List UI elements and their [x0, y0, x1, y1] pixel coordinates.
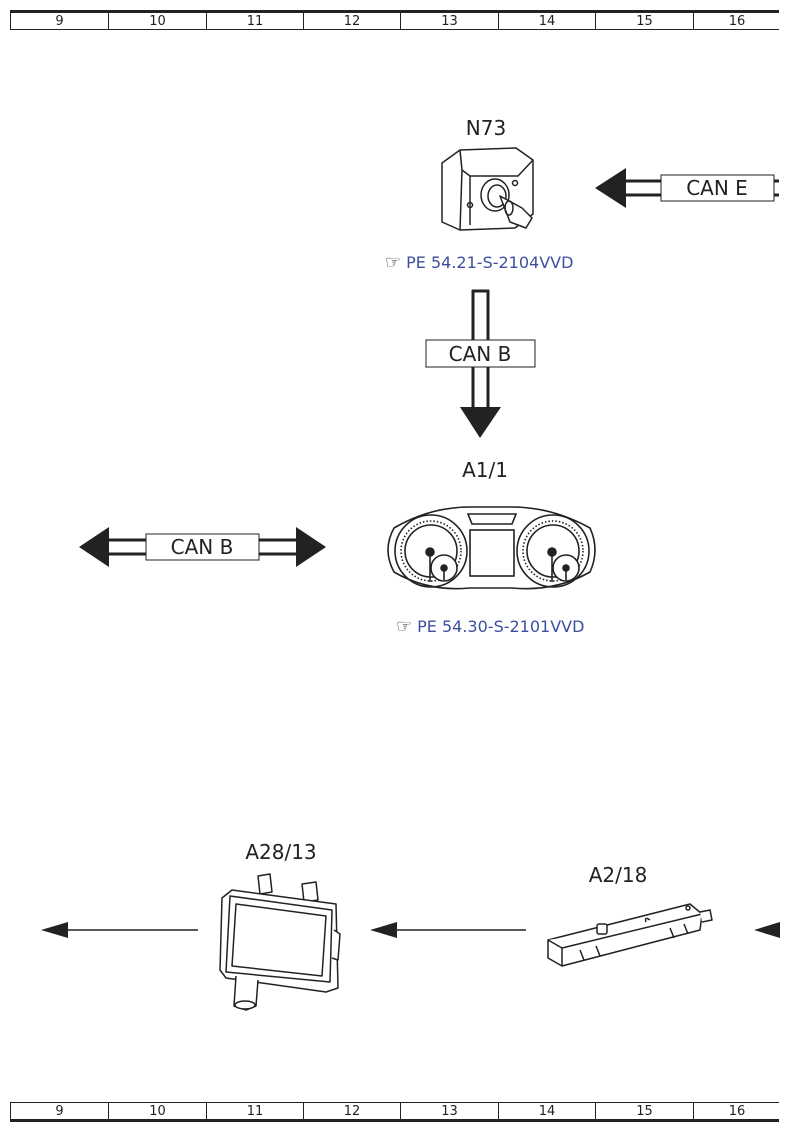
bus-label-can-b-vertical: CAN B: [448, 342, 512, 366]
ruler-cell: 10: [108, 13, 206, 29]
component-label-n73: N73: [465, 116, 507, 140]
ruler-cell: 16: [693, 1103, 780, 1119]
control-module-icon: [219, 873, 341, 1011]
ruler-cell: 14: [498, 1103, 595, 1119]
can-e-connector: [595, 168, 779, 208]
component-label-a28-13: A28/13: [245, 840, 317, 864]
pointing-hand-icon: ☞: [385, 252, 402, 273]
bottom-signal-arrows: [41, 922, 780, 938]
column-ruler-bottom: 9 10 11 12 13 14 15 16: [10, 1102, 779, 1122]
ruler-cell: 15: [595, 13, 693, 29]
reference-text: PE 54.30-S-2101VVD: [417, 617, 585, 636]
ruler-cell: 12: [303, 13, 400, 29]
ruler-cell: 10: [108, 1103, 206, 1119]
ruler-cell: 13: [400, 13, 498, 29]
arrowhead: [754, 922, 780, 938]
component-label-a1-1: A1/1: [462, 458, 508, 482]
component-label-a2-18: A2/18: [588, 863, 648, 887]
ignition-switch-icon: [441, 147, 534, 231]
bus-label-can-e: CAN E: [686, 176, 748, 200]
can-b-left-connector: [79, 527, 326, 567]
reference-link-a1-1[interactable]: ☞PE 54.30-S-2101VVD: [396, 616, 584, 637]
column-ruler-top: 9 10 11 12 13 14 15 16: [10, 10, 779, 30]
instrument-cluster-icon: [387, 506, 596, 590]
ruler-cell: 15: [595, 1103, 693, 1119]
reference-text: PE 54.21-S-2104VVD: [406, 253, 574, 272]
ruler-cell: 14: [498, 13, 595, 29]
ruler-cell: 9: [55, 14, 64, 29]
ruler-cell: 11: [206, 13, 303, 29]
antenna-module-icon: [547, 903, 713, 967]
pointing-hand-icon: ☞: [396, 616, 413, 637]
ruler-cell: 16: [693, 13, 780, 29]
bus-label-can-b-left: CAN B: [170, 535, 234, 559]
ruler-cell: 9: [55, 1104, 64, 1119]
ruler-cell: 12: [303, 1103, 400, 1119]
arrowhead: [595, 168, 626, 208]
arrowhead-right: [296, 527, 326, 567]
can-b-vertical-connector: [425, 289, 536, 438]
reference-link-n73[interactable]: ☞PE 54.21-S-2104VVD: [385, 252, 573, 273]
arrowhead-left: [79, 527, 109, 567]
ruler-cell: 13: [400, 1103, 498, 1119]
ruler-cell: 11: [206, 1103, 303, 1119]
arrowhead: [460, 407, 501, 438]
arrowhead: [41, 922, 68, 938]
arrowhead: [370, 922, 397, 938]
